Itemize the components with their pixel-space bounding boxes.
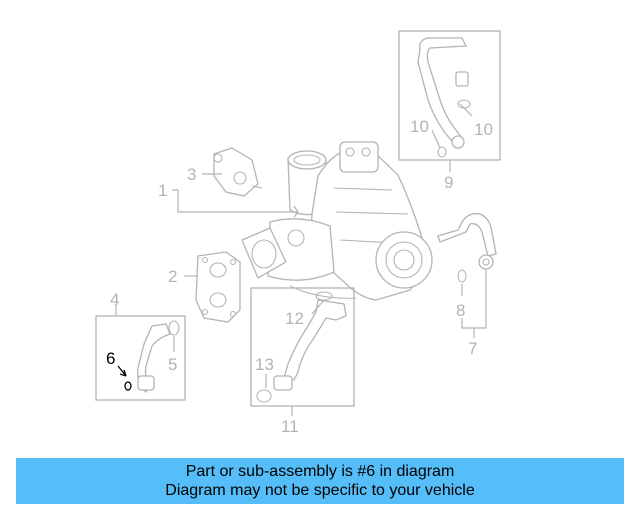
group-7-hose xyxy=(437,213,497,338)
callout-4: 4 xyxy=(110,290,119,309)
callout-9: 9 xyxy=(444,173,453,192)
part-2-gasket xyxy=(195,251,241,323)
turbocharger-assembly xyxy=(241,141,433,301)
callout-8: 8 xyxy=(456,301,465,320)
parts-diagram: 1 2 3 4 5 6 7 8 9 10 10 11 12 13 xyxy=(95,30,501,436)
callout-7: 7 xyxy=(468,339,477,358)
leader-lines-center xyxy=(172,173,299,277)
part-6-seal xyxy=(124,381,132,391)
banner-line-2: Diagram may not be specific to your vehi… xyxy=(165,482,475,499)
group-box-9 xyxy=(398,30,501,172)
callout-5: 5 xyxy=(168,355,177,374)
part-3-actuator xyxy=(213,147,263,197)
callout-13: 13 xyxy=(255,355,274,374)
callout-3: 3 xyxy=(187,165,196,184)
callout-10-right: 10 xyxy=(474,120,493,139)
callout-12: 12 xyxy=(285,309,304,328)
callout-1: 1 xyxy=(158,181,167,200)
callout-2: 2 xyxy=(168,267,177,286)
callout-11: 11 xyxy=(281,417,299,436)
banner-line-1: Part or sub-assembly is #6 in diagram xyxy=(185,463,455,480)
group-box-11 xyxy=(250,287,355,416)
callout-labels: 1 2 3 4 5 6 7 8 9 10 10 11 12 13 xyxy=(106,117,493,436)
callout-10-left: 10 xyxy=(410,117,429,136)
info-banner: Part or sub-assembly is #6 in diagram Di… xyxy=(16,458,624,504)
callout-6: 6 xyxy=(106,349,115,368)
group-box-4 xyxy=(95,304,186,401)
